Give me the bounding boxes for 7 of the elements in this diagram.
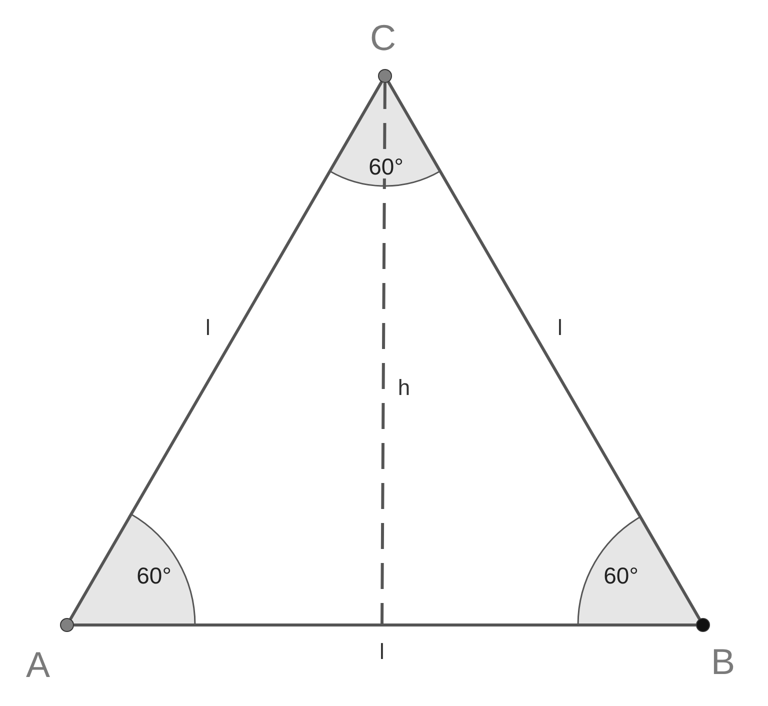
vertex-label: B [711, 644, 735, 680]
triangle-side [387, 81, 701, 620]
triangle-side [74, 624, 696, 626]
triangle-side [69, 81, 383, 620]
vertex-label: C [370, 20, 396, 56]
vertex-label: A [26, 647, 50, 683]
angle-label: 60° [368, 156, 404, 178]
